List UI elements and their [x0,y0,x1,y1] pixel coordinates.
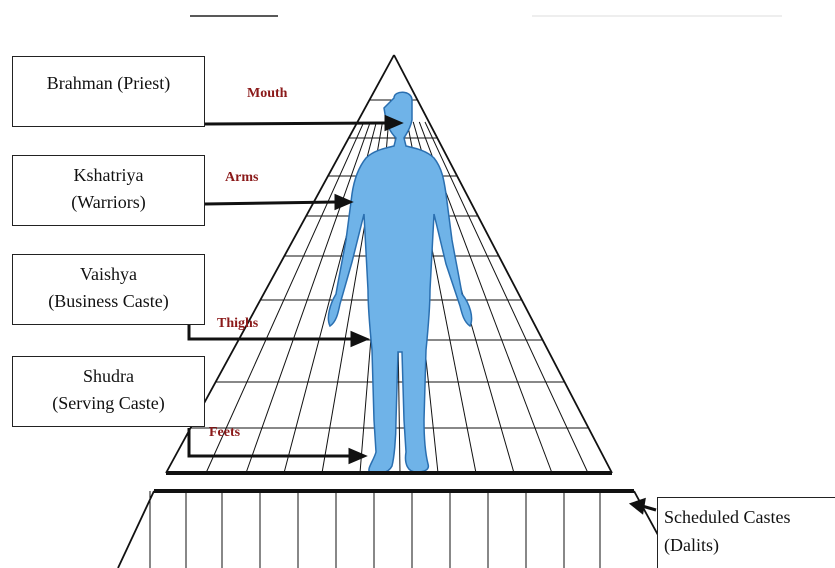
human-figure [328,92,471,473]
caste-name: Brahman (Priest) [13,70,204,97]
body-part-label-feet: Feets [209,425,240,441]
arrowhead-dalits [632,500,644,512]
pyramid-grid-column [246,122,370,473]
arrowhead-thighs [352,333,366,345]
caste-name: Vaishya [13,261,204,288]
human-body-silhouette [328,92,471,473]
caste-role: (Business Caste) [13,288,204,315]
caste-box-vaishya: Vaishya (Business Caste) [12,254,205,325]
outcaste-name: Scheduled Castes [664,503,835,531]
pyramid-grid-column [425,122,588,473]
caste-role: (Warriors) [13,189,204,216]
outcaste-role: (Dalits) [664,531,835,559]
body-part-label-arms: Arms [225,170,258,186]
caste-role: (Serving Caste) [13,390,204,417]
caste-box-dalits: Scheduled Castes (Dalits) [657,497,835,568]
caste-box-kshatriya: Kshatriya (Warriors) [12,155,205,226]
arrow-mouth [205,123,386,124]
body-part-label-mouth: Mouth [247,86,287,102]
caste-name: Kshatriya [13,162,204,189]
caste-name: Shudra [13,363,204,390]
caste-box-shudra: Shudra (Serving Caste) [12,356,205,427]
arrowhead-arms [336,196,350,208]
body-part-label-thighs: Thighs [217,316,258,332]
dalit-left-edge [118,491,154,568]
caste-box-brahman: Brahman (Priest) [12,56,205,127]
arrow-arms [205,202,336,204]
